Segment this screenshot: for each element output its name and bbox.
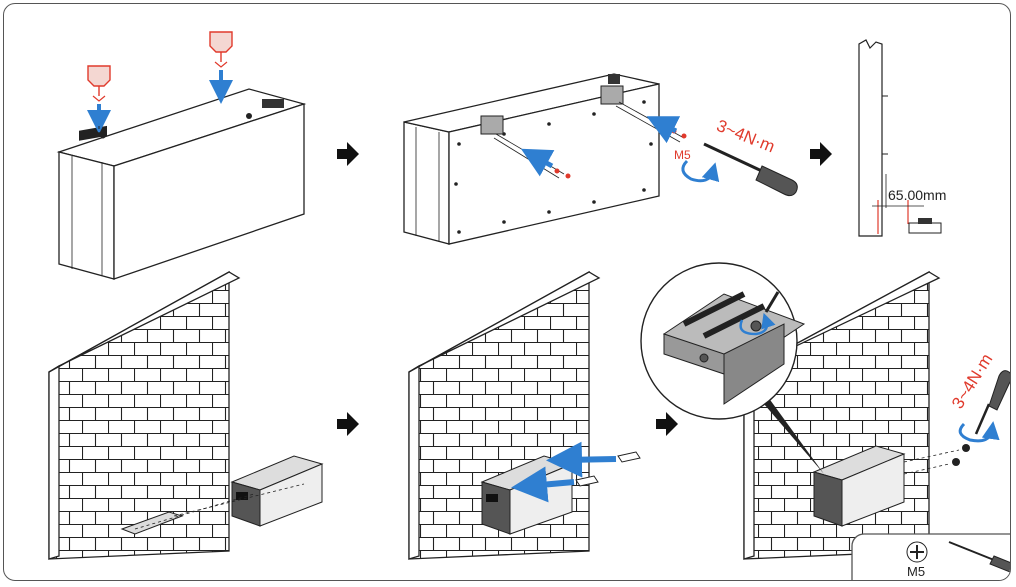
installation-diagram: 3~4N·m M5 65.00mm 3~4N·m M5 — [3, 3, 1011, 581]
flow-arrow-1 — [337, 142, 359, 166]
step2-screwdriver — [681, 142, 798, 197]
step3-wall-section — [858, 39, 942, 237]
step5-battery — [480, 441, 641, 535]
step2-battery — [403, 73, 687, 245]
spacing-label: 65.00mm — [888, 187, 947, 203]
step1-battery — [56, 88, 307, 280]
flow-arrow-2 — [810, 142, 832, 166]
screw-legend — [851, 533, 1010, 580]
diagram-canvas — [48, 31, 1010, 580]
step4-battery — [120, 455, 324, 535]
detail-zoom — [640, 262, 824, 474]
legend-screw-size-label: M5 — [907, 564, 926, 579]
step4-wall — [48, 270, 241, 560]
flow-arrow-4 — [656, 412, 678, 436]
step6-battery — [812, 444, 970, 527]
step6-screwdriver — [958, 370, 1010, 443]
flow-arrow-3 — [337, 412, 359, 436]
step1-brackets — [87, 31, 233, 136]
top-screw-size-label: M5 — [674, 148, 691, 162]
